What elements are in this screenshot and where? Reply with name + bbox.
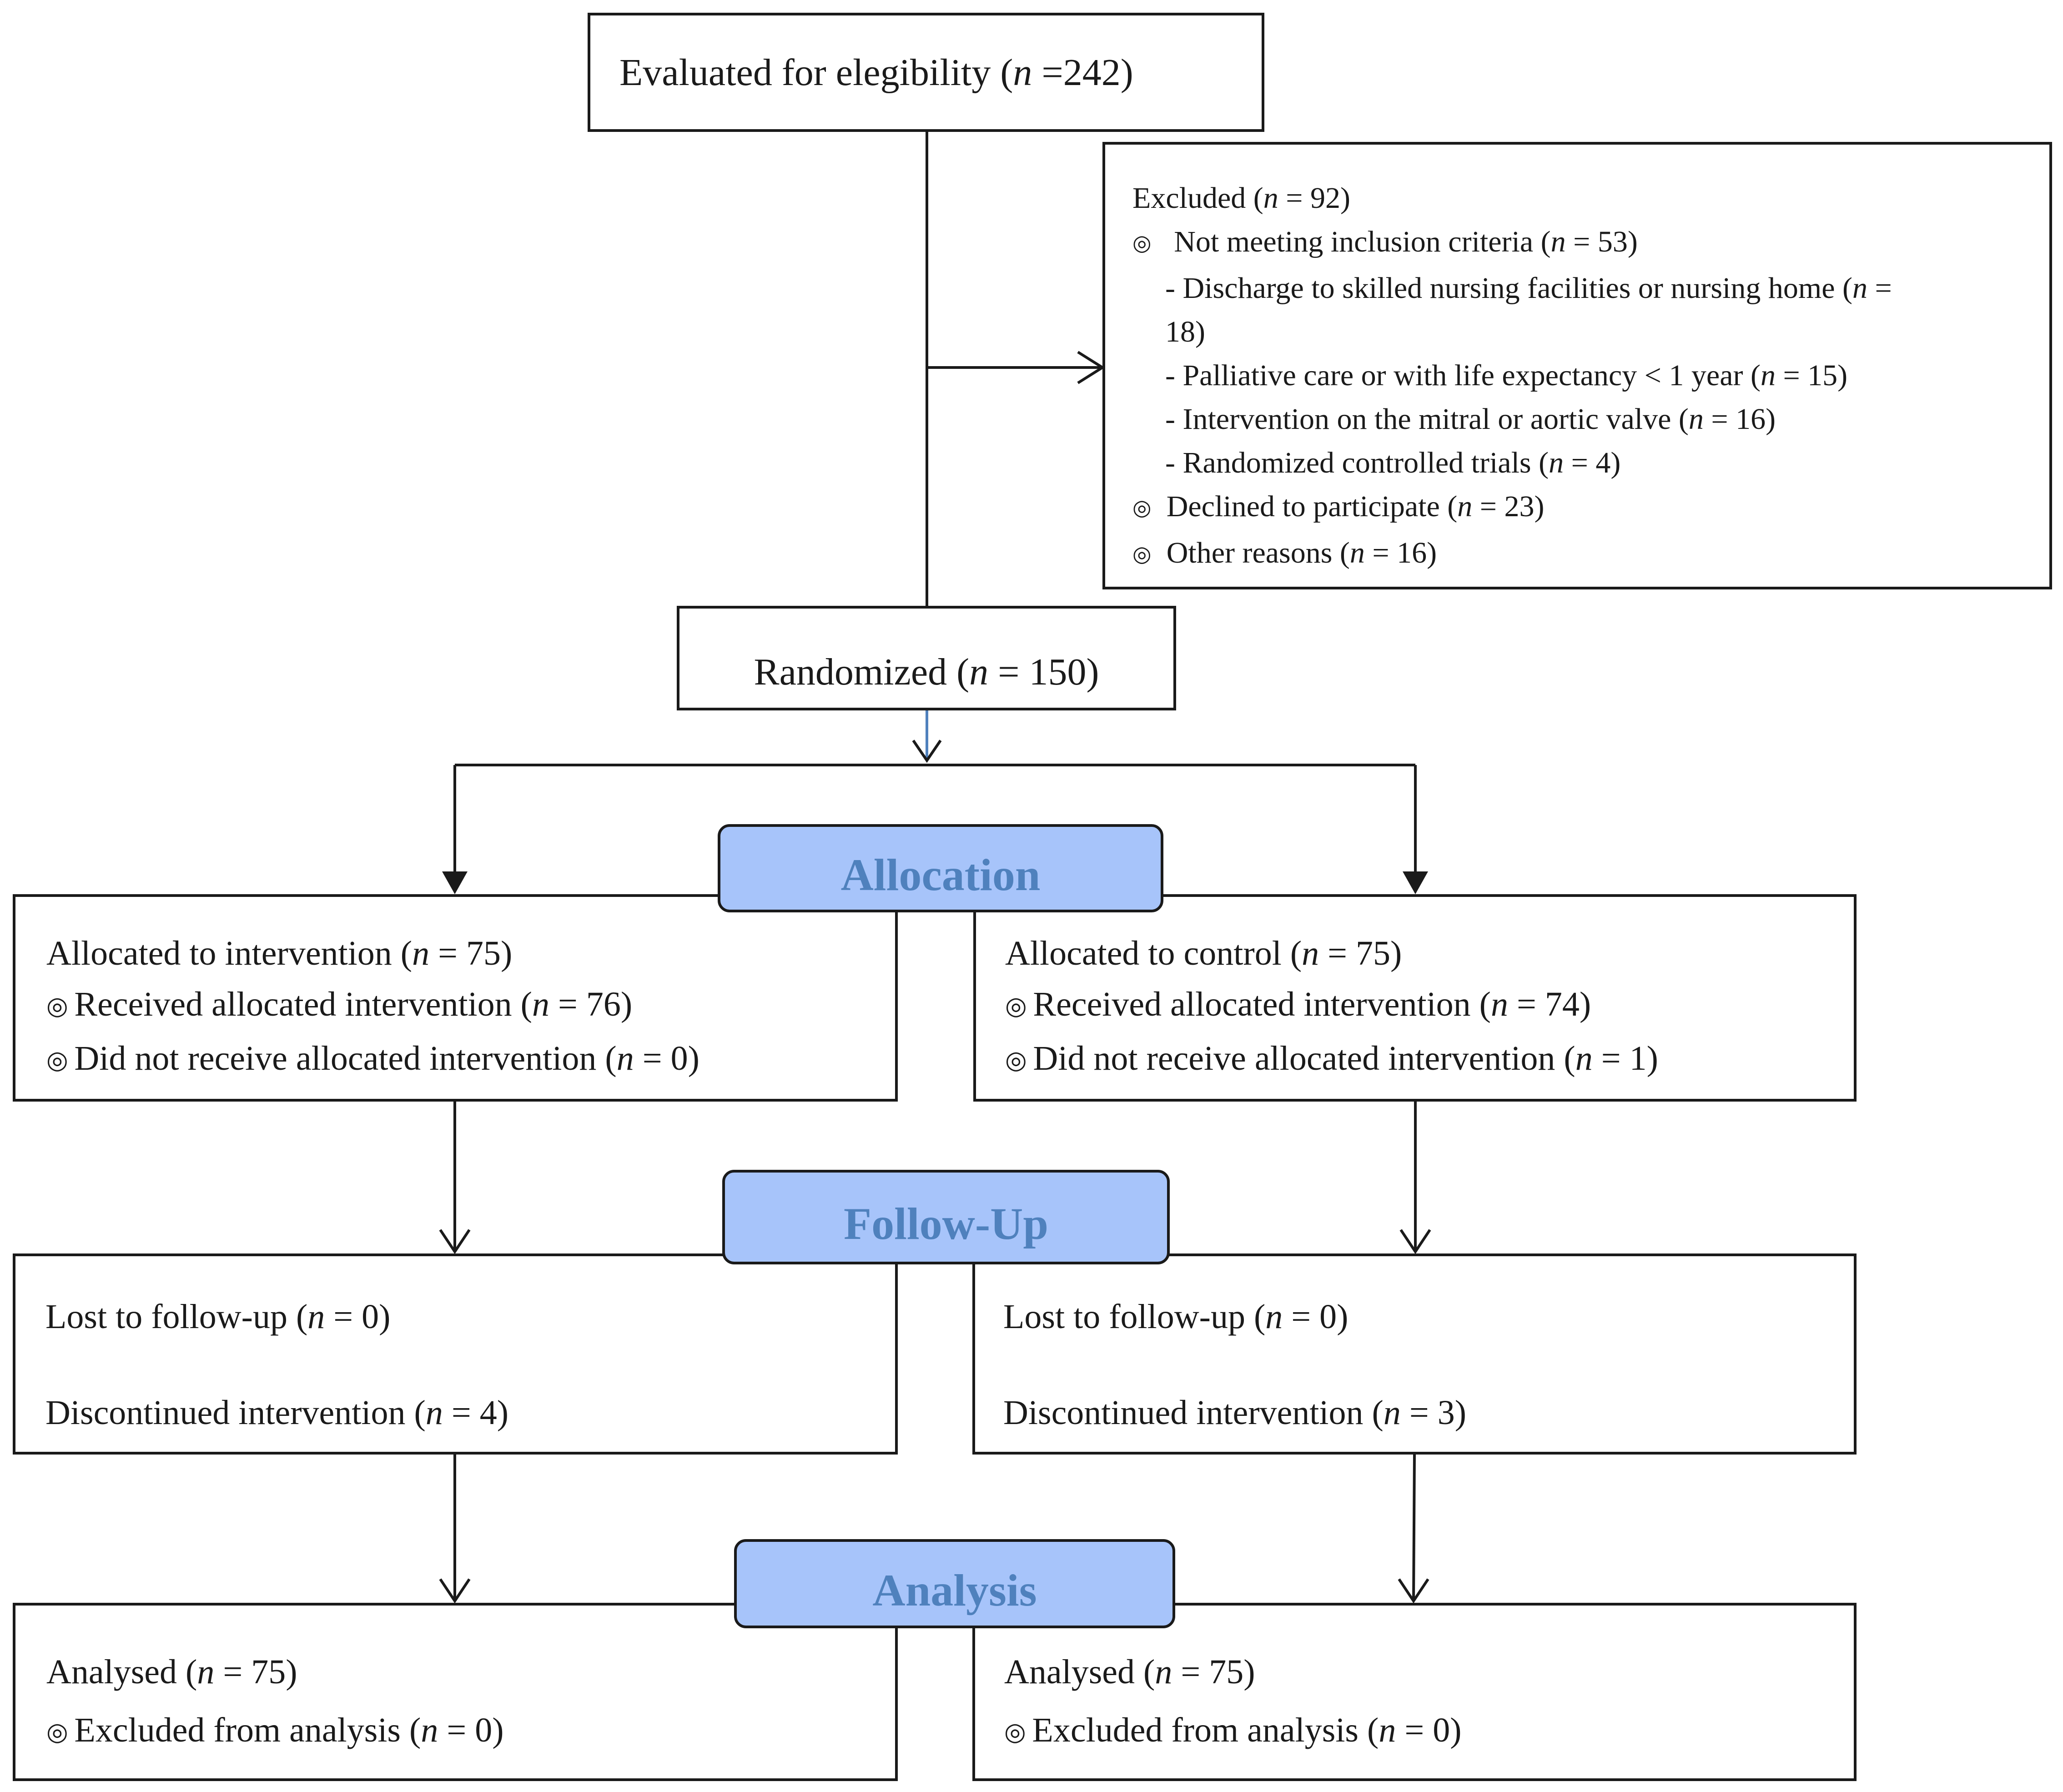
excluded-sub-reason: - Palliative care or with life expectanc… bbox=[1165, 359, 1848, 392]
phase-allocation-label: Allocation bbox=[718, 824, 1163, 912]
excluded-sub-reason: - Discharge to skilled nursing facilitie… bbox=[1165, 272, 1892, 305]
right-alloc-follow-arrowhead bbox=[1399, 1229, 1431, 1254]
eligibility-text: Evaluated for elegibility (n =242) bbox=[619, 51, 1133, 94]
left-follow-analysis-arrowhead bbox=[439, 1578, 471, 1604]
alloc-right-line1: Allocated to control (n = 75) bbox=[1005, 934, 1402, 972]
randomized-box: Randomized (n = 150) bbox=[677, 606, 1176, 710]
excluded-sub-reason: 18) bbox=[1165, 315, 1205, 348]
bullet-icon: ◎ bbox=[1005, 1046, 1027, 1074]
phase-followup-label: Follow-Up bbox=[722, 1170, 1170, 1264]
split-left-arrowhead bbox=[442, 871, 468, 894]
alloc-left-line3: ◎Did not receive allocated intervention … bbox=[46, 1039, 699, 1077]
phase-analysis-label: Analysis bbox=[734, 1539, 1175, 1628]
excluded-box: Excluded (n = 92) ◎ Not meeting inclusio… bbox=[1102, 142, 2052, 589]
excluded-reason: ◎Other reasons (n = 16) bbox=[1132, 536, 1437, 569]
followup-left-box: Lost to follow-up (n = 0) Discontinued i… bbox=[13, 1253, 898, 1455]
bullet-icon: ◎ bbox=[1005, 992, 1027, 1020]
excluded-reason: ◎ Not meeting inclusion criteria (n = 53… bbox=[1132, 225, 1638, 258]
bullet-icon: ◎ bbox=[1004, 1717, 1026, 1746]
follow-right-line2: Discontinued intervention (n = 3) bbox=[1003, 1394, 1466, 1432]
bullet-icon: ◎ bbox=[46, 1046, 68, 1074]
analysis-right-line1: Analysed (n = 75) bbox=[1004, 1653, 1255, 1691]
allocation-right-box: Allocated to control (n = 75) ◎Received … bbox=[973, 894, 1857, 1102]
randomized-text: Randomized (n = 150) bbox=[754, 650, 1099, 693]
bullet-icon: ◎ bbox=[1132, 496, 1152, 520]
analysis-right-box: Analysed (n = 75) ◎Excluded from analysi… bbox=[972, 1603, 1857, 1781]
bullet-icon: ◎ bbox=[1132, 232, 1152, 256]
excluded-reason: ◎Declined to participate (n = 23) bbox=[1132, 490, 1545, 523]
excluded-list: Excluded (n = 92) ◎ Not meeting inclusio… bbox=[1132, 176, 2049, 578]
eligibility-box: Evaluated for elegibility (n =242) bbox=[588, 13, 1264, 132]
alloc-left-line2: ◎Received allocated intervention (n = 76… bbox=[46, 985, 633, 1023]
randomized-arrowhead bbox=[912, 740, 942, 763]
right-follow-analysis-arrowhead bbox=[1398, 1578, 1429, 1604]
follow-left-line2: Discontinued intervention (n = 4) bbox=[45, 1394, 508, 1432]
excluded-sub-reason: - Intervention on the mitral or aortic v… bbox=[1165, 403, 1776, 436]
analysis-right-line2: ◎Excluded from analysis (n = 0) bbox=[1004, 1711, 1462, 1749]
analysis-left-line2: ◎Excluded from analysis (n = 0) bbox=[46, 1711, 504, 1749]
followup-right-box: Lost to follow-up (n = 0) Discontinued i… bbox=[972, 1253, 1857, 1455]
analysis-left-box: Analysed (n = 75) ◎Excluded from analysi… bbox=[13, 1603, 898, 1781]
alloc-left-line1: Allocated to intervention (n = 75) bbox=[46, 934, 513, 972]
alloc-right-line2: ◎Received allocated intervention (n = 74… bbox=[1005, 985, 1591, 1023]
split-right-arrowhead bbox=[1403, 871, 1428, 894]
excluded-header: Excluded (n = 92) bbox=[1132, 181, 1350, 215]
bullet-icon: ◎ bbox=[46, 992, 68, 1020]
analysis-left-line1: Analysed (n = 75) bbox=[46, 1653, 297, 1691]
excluded-sub-reason: - Randomized controlled trials (n = 4) bbox=[1165, 446, 1621, 479]
follow-left-line1: Lost to follow-up (n = 0) bbox=[45, 1298, 391, 1336]
left-alloc-follow-arrowhead bbox=[439, 1229, 471, 1254]
follow-right-line1: Lost to follow-up (n = 0) bbox=[1003, 1298, 1348, 1336]
allocation-left-box: Allocated to intervention (n = 75) ◎Rece… bbox=[13, 894, 898, 1102]
bullet-icon: ◎ bbox=[1132, 543, 1152, 567]
alloc-right-line3: ◎Did not receive allocated intervention … bbox=[1005, 1039, 1658, 1077]
bullet-icon: ◎ bbox=[46, 1717, 68, 1746]
